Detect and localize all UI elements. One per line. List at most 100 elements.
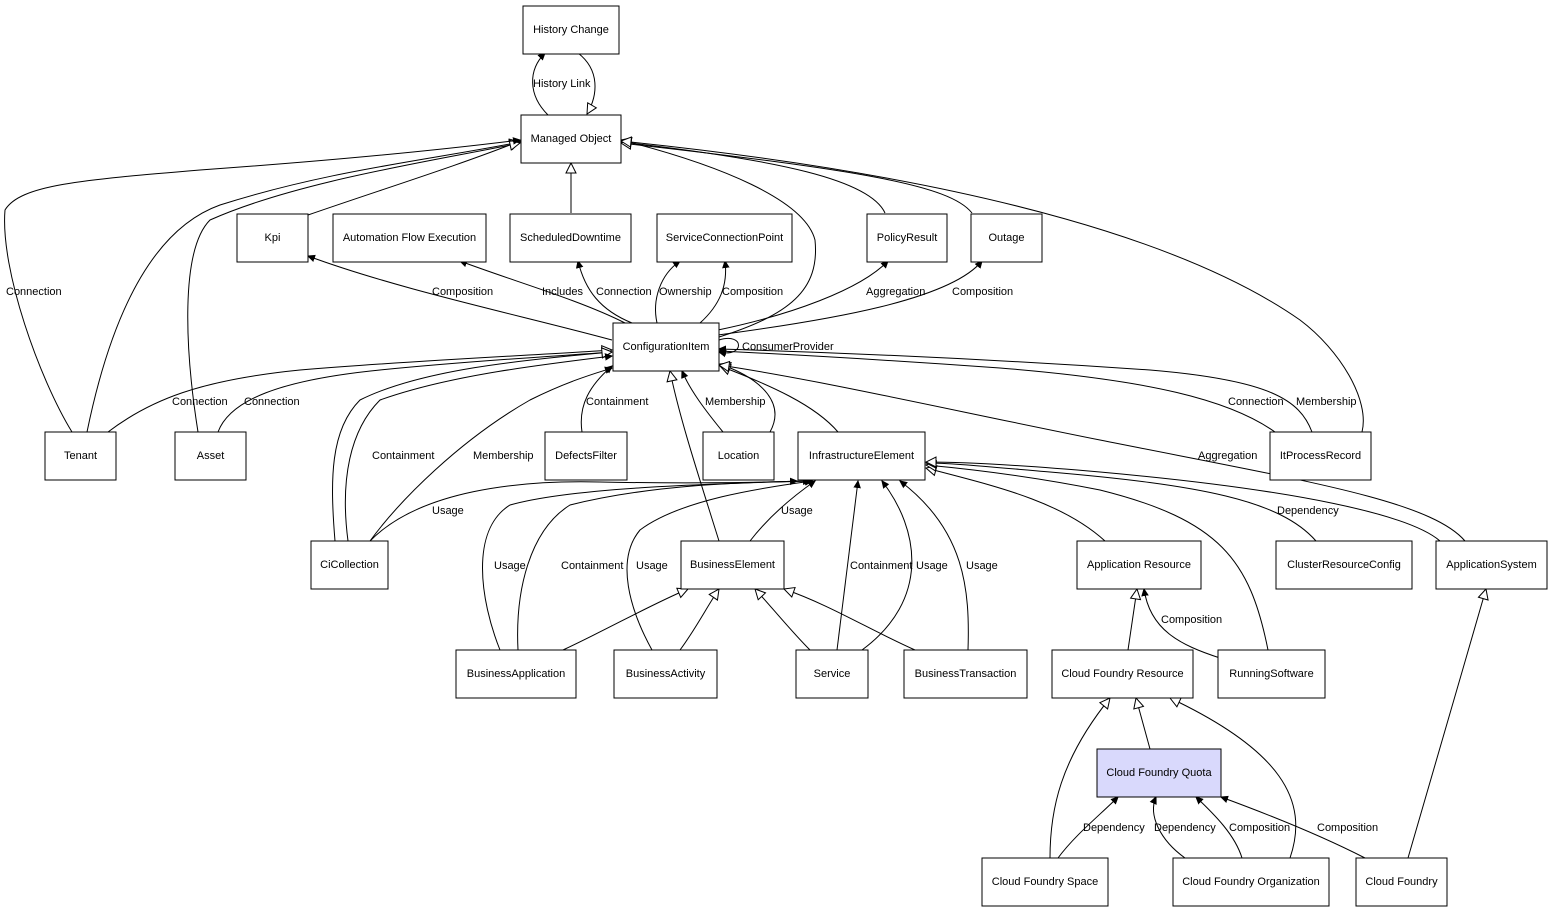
edge-label-cicol-usage: Usage [432,505,464,517]
edge-label-org-dependency: Dependency [1154,822,1216,834]
edge-label-ci-appsys: Aggregation [1198,450,1257,462]
edge-label-cicol-containment: Containment [372,450,434,462]
edge-label-ci-outage: Composition [952,286,1013,298]
node-label: InfrastructureElement [809,450,914,462]
edge-org-cfr [1170,698,1297,859]
node-asset[interactable]: Asset [174,431,247,481]
edge-be-ci [670,371,720,542]
edge-cf-cfq [1221,797,1366,859]
edge-label-ci-self: ConsumerProvider [742,341,834,353]
node-label: Managed Object [531,133,612,145]
edge-rs-ar [1144,589,1221,659]
edge-ci-outage [717,261,982,336]
edge-rs-ie [926,465,1269,651]
node-service-connection-point[interactable]: ServiceConnectionPoint [656,213,793,263]
edge-label-space-dependency: Dependency [1083,822,1145,834]
node-cloud-foundry-space[interactable]: Cloud Foundry Space [981,857,1109,907]
node-defects-filter[interactable]: DefectsFilter [544,431,628,481]
node-outage[interactable]: Outage [970,213,1043,263]
node-cloud-foundry-resource[interactable]: Cloud Foundry Resource [1051,649,1194,699]
node-location[interactable]: Location [702,431,775,481]
edge-label-ci-scp-own: Ownership [659,286,712,298]
node-business-application[interactable]: BusinessApplication [455,649,577,699]
node-label: BusinessApplication [467,668,565,680]
node-label: Application Resource [1087,559,1191,571]
edge-ci-mo [621,140,817,339]
edge-label-ba-usage: Usage [494,560,526,572]
node-label: Outage [988,232,1024,244]
edge-mo-connection-tenant [4,140,520,433]
node-label: CiCollection [320,559,379,571]
edge-cicol-ci-b [344,356,612,542]
node-label: Service [814,668,851,680]
node-cloud-foundry-quota[interactable]: Cloud Foundry Quota [1096,748,1222,798]
edge-label-cf-composition: Composition [1317,822,1378,834]
edge-label-rs-composition: Composition [1161,614,1222,626]
node-label: Cloud Foundry Resource [1061,668,1183,680]
edge-bact-be [679,589,719,651]
node-running-software[interactable]: RunningSoftware [1217,649,1326,699]
node-kpi[interactable]: Kpi [236,213,309,263]
node-business-activity[interactable]: BusinessActivity [613,649,718,699]
node-label: Cloud Foundry Quota [1106,767,1212,779]
node-managed-object[interactable]: Managed Object [520,114,622,164]
edge-label-ci-afe: Includes [542,286,583,298]
edge-svc-ie-cont [836,481,858,651]
edge-space-cfr [1049,698,1110,859]
node-application-system[interactable]: ApplicationSystem [1435,540,1548,590]
edge-clrc-ie [926,463,1317,542]
edge-loc-ci [682,371,724,433]
node-cluster-resource-config[interactable]: ClusterResourceConfig [1275,540,1413,590]
edge-label-df-ci: Containment [586,396,648,408]
node-ci-collection[interactable]: CiCollection [310,540,389,590]
edge-ba-ie-cont [517,481,812,651]
edge-space-cfq [1057,797,1118,859]
edge-appsys-ie [926,462,1441,542]
node-configuration-item[interactable]: ConfigurationItem [612,322,720,372]
edge-itpr-mo [621,141,1364,433]
edges [4,53,1486,859]
node-business-transaction[interactable]: BusinessTransaction [903,649,1028,699]
node-business-element[interactable]: BusinessElement [680,540,785,590]
node-label: Cloud Foundry Organization [1182,876,1320,888]
node-cloud-foundry-organization[interactable]: Cloud Foundry Organization [1172,857,1330,907]
edge-bt-be [784,589,916,651]
node-label: Cloud Foundry [1365,876,1438,888]
edge-cf-as [1407,589,1486,859]
node-application-resource[interactable]: Application Resource [1076,540,1202,590]
node-label: Automation Flow Execution [343,232,476,244]
node-label: BusinessTransaction [915,668,1017,680]
edge-label-tenant-ci: Connection [172,396,228,408]
edge-org-cfq-comp [1196,797,1243,859]
node-service[interactable]: Service [795,649,869,699]
node-label: BusinessActivity [626,668,706,680]
node-cloud-foundry[interactable]: Cloud Foundry [1355,857,1448,907]
edge-label-cicol-membership: Membership [473,450,534,462]
edge-asset-ci [217,352,612,433]
edge-ie-ci [720,366,839,433]
edge-label-itpr-mo: Membership [1296,396,1357,408]
edge-cicol-ci-c [369,368,612,542]
edge-ba-be [562,589,688,651]
node-automation-flow-execution[interactable]: Automation Flow Execution [332,213,487,263]
edge-outage-mo [621,143,973,214]
node-label: Location [718,450,760,462]
edge-tenant-mo [86,142,520,433]
edge-asset-mo [187,143,520,433]
node-history-change[interactable]: History Change [522,5,620,55]
edge-labels: History Link Connection Composition Incl… [6,78,1378,834]
edge-label-itpr-ci: Connection [1228,396,1284,408]
node-infrastructure-element[interactable]: InfrastructureElement [797,431,926,481]
node-label: Asset [197,450,225,462]
node-label: ItProcessRecord [1280,450,1361,462]
node-policy-result[interactable]: PolicyResult [866,213,948,263]
node-tenant[interactable]: Tenant [44,431,117,481]
node-label: Tenant [64,450,97,462]
edge-ci-afe [460,261,626,324]
edge-ar-ie [926,468,1106,542]
edge-org-cfq-dep [1154,797,1186,859]
node-scheduled-downtime[interactable]: ScheduledDowntime [509,213,632,263]
node-it-process-record[interactable]: ItProcessRecord [1269,431,1372,481]
edge-label-mo-connection: Connection [6,286,62,298]
